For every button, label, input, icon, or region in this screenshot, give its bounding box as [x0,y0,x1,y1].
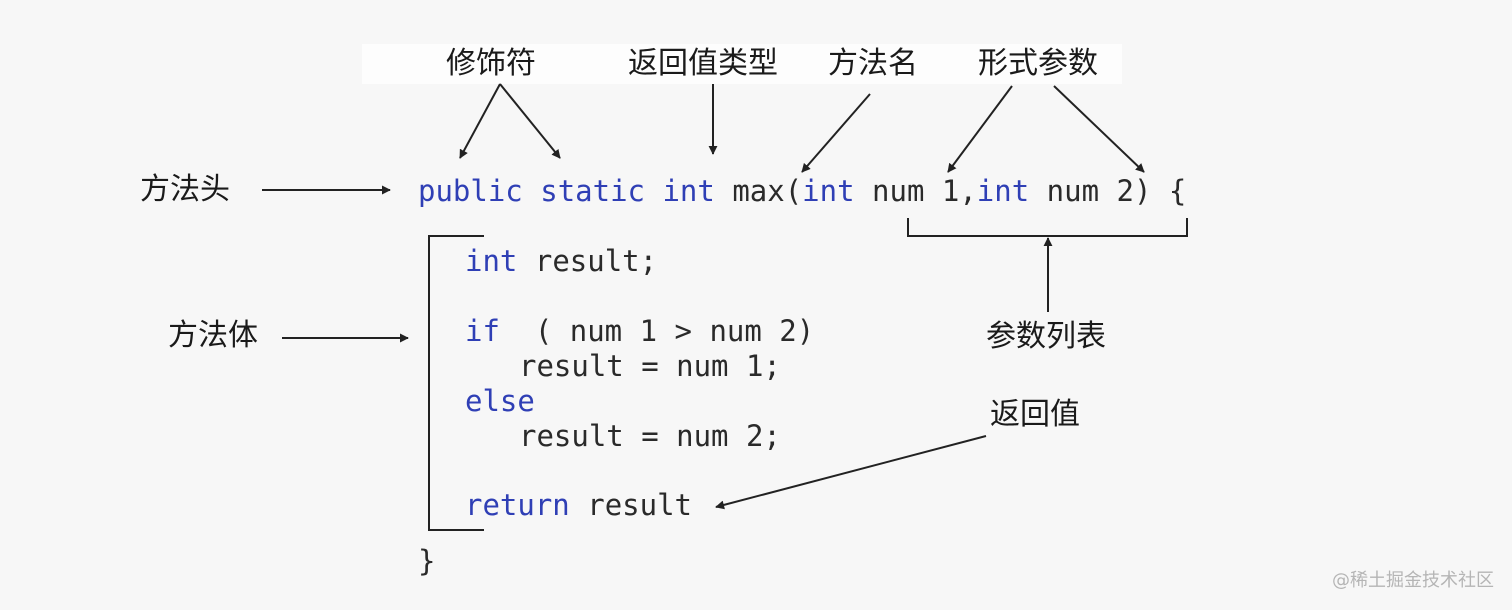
code-line-return: return result [465,491,692,520]
keyword-if: if [465,314,500,348]
condition-text: ( num 1 > num 2) [534,314,815,348]
keyword-static: static [540,174,645,208]
method-body-bracket [428,235,484,531]
label-method-name: 方法名 [828,46,918,81]
return-text: result [587,488,692,522]
keyword-int-local: int [465,244,518,278]
method-name-text: max( [732,174,803,208]
label-return-value: 返回值 [990,397,1080,432]
return-value-arrow [715,435,987,510]
code-line-declaration: int result; [465,247,657,276]
keyword-int-param1: int [802,174,855,208]
modifier-arrow-right [499,83,561,159]
code-line-else: else [465,387,535,416]
formal-param-arrow-right [1053,85,1145,173]
param1-text: num 1, [872,174,977,208]
close-brace: } [418,544,436,578]
declaration-text: result; [534,244,658,278]
label-method-head: 方法头 [140,172,230,207]
keyword-return: return [465,488,570,522]
label-band [362,44,1122,84]
param-list-bracket [907,218,1188,237]
open-brace: { [1168,174,1187,208]
code-line-if: if ( num 1 > num 2) [465,317,814,346]
label-modifier: 修饰符 [446,46,536,81]
modifier-arrow-left [459,83,501,159]
code-line-signature: public static int max(int num 1,int num … [418,177,1186,206]
label-return-type: 返回值类型 [628,46,778,81]
method-name-arrow [801,93,871,173]
keyword-public: public [418,174,523,208]
label-method-body: 方法体 [168,318,258,353]
code-line-assign-2: result = num 2; [519,419,781,453]
formal-param-arrow-left [947,85,1013,173]
param2-text: num 2) [1046,174,1152,208]
keyword-int-param2: int [976,174,1030,208]
code-line-assign-1: result = num 1; [519,349,781,383]
keyword-int-return: int [662,174,715,208]
label-param-list: 参数列表 [986,319,1106,354]
keyword-else: else [465,384,535,418]
watermark: @稀土掘金技术社区 [1332,570,1494,591]
label-formal-params: 形式参数 [978,46,1098,81]
